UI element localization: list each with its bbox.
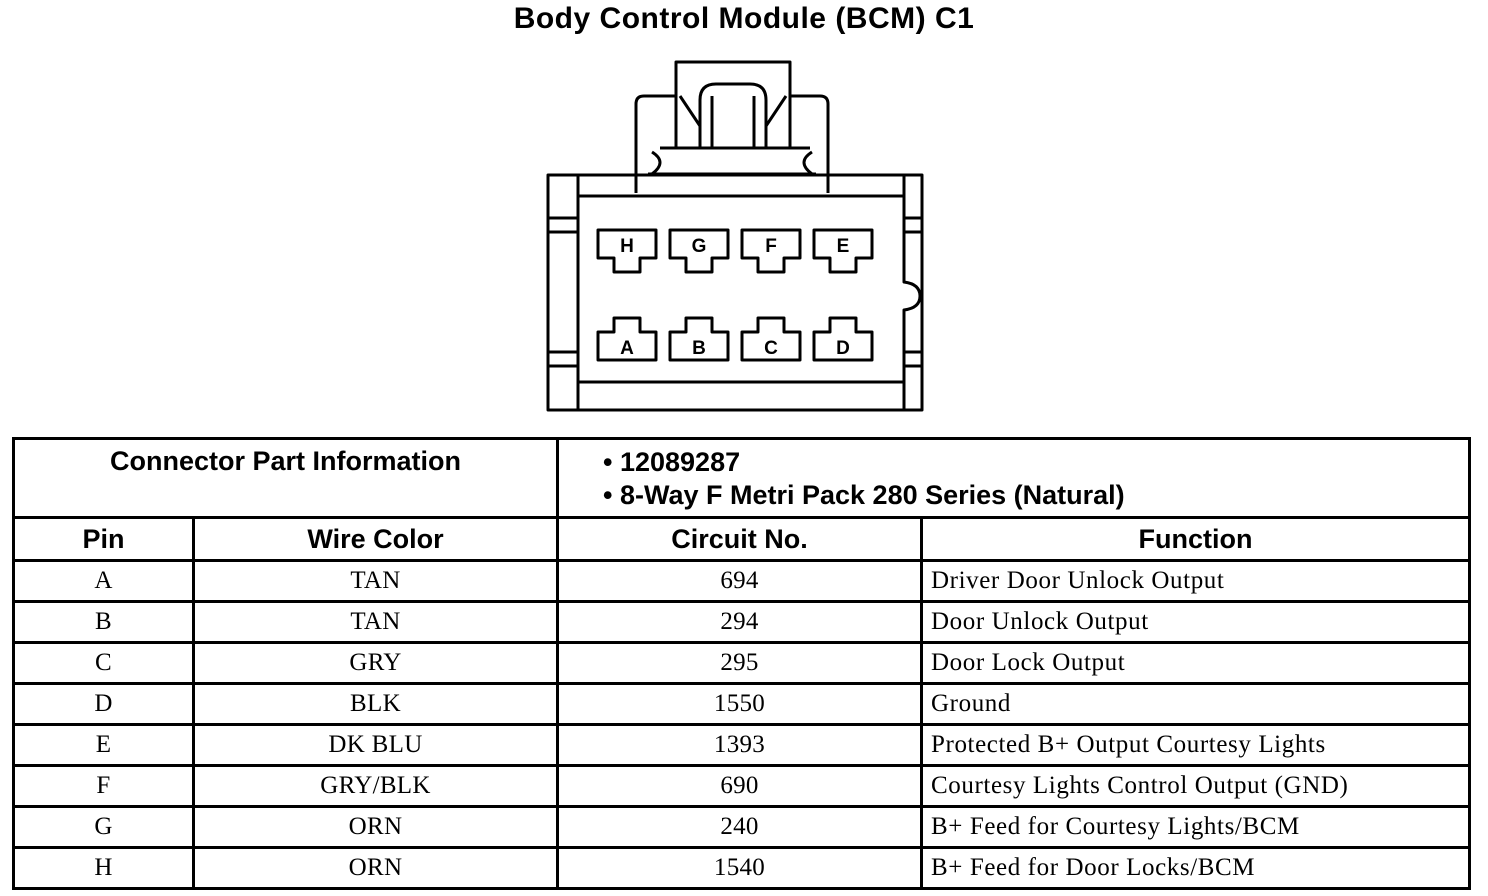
pin-cell: H (12, 846, 195, 890)
circuit-cell: 1540 (556, 846, 924, 890)
header-function: Function (920, 516, 1472, 562)
wire-color-cell: GRY/BLK (191, 764, 560, 808)
function-cell: Driver Door Unlock Output (920, 559, 1472, 603)
wire-color-cell: TAN (191, 559, 560, 603)
cavity-label: H (620, 236, 634, 257)
wire-color-cell: BLK (191, 682, 560, 726)
header-pin: Pin (12, 516, 195, 562)
cavity-label: A (620, 338, 634, 359)
pin-cell: E (12, 723, 195, 767)
part-info-row: Connector Part Information • 12089287 • … (11, 437, 1472, 519)
part-info-values: • 12089287 • 8-Way F Metri Pack 280 Seri… (556, 437, 1472, 519)
diagram-title: Body Control Module (BCM) C1 (513, 2, 975, 35)
wire-color-cell: ORN (191, 846, 560, 890)
circuit-cell: 240 (556, 805, 924, 849)
header-row: Pin Wire Color Circuit No. Function (12, 516, 1472, 562)
cavity-B: B (668, 316, 730, 362)
cavity-H: H (596, 228, 658, 274)
cavity-A: A (596, 316, 658, 362)
connector-latch (634, 60, 830, 193)
pin-cell: A (12, 559, 195, 603)
circuit-cell: 1550 (556, 682, 924, 726)
cavity-label: D (836, 338, 850, 359)
connector-body (546, 173, 924, 412)
pin-cell: C (12, 641, 195, 685)
circuit-cell: 694 (556, 559, 924, 603)
part-number: • 12089287 (603, 447, 741, 477)
cavity-label: C (764, 338, 778, 359)
circuit-cell: 294 (556, 600, 924, 644)
cavity-label: B (692, 338, 706, 359)
pin-cell: G (12, 805, 195, 849)
part-description: • 8-Way F Metri Pack 280 Series (Natural… (603, 480, 1125, 510)
circuit-cell: 690 (556, 764, 924, 808)
cavity-label: F (765, 236, 777, 257)
header-wire-color: Wire Color (191, 516, 560, 562)
cavity-E: E (812, 228, 874, 274)
pin-table: Connector Part Information • 12089287 • … (11, 437, 1472, 890)
pin-cell: F (12, 764, 195, 808)
connector-face-drawing: H G F E A B C D (546, 60, 924, 412)
wire-color-cell: ORN (191, 805, 560, 849)
cavity-D: D (812, 316, 874, 362)
cavity-C: C (740, 316, 802, 362)
wire-color-cell: TAN (191, 600, 560, 644)
cavity-G: G (668, 228, 730, 274)
function-cell: Door Lock Output (920, 641, 1472, 685)
circuit-cell: 295 (556, 641, 924, 685)
cavity-label: E (837, 236, 850, 257)
function-cell: Protected B+ Output Courtesy Lights (920, 723, 1472, 767)
part-info-label: Connector Part Information (11, 437, 560, 519)
cavity-F: F (740, 228, 802, 274)
wire-color-cell: DK BLU (191, 723, 560, 767)
pin-cell: D (12, 682, 195, 726)
circuit-cell: 1393 (556, 723, 924, 767)
header-circuit-no: Circuit No. (556, 516, 924, 562)
wire-color-cell: GRY (191, 641, 560, 685)
pin-cavities: H G F E A B C D (596, 228, 874, 362)
function-cell: B+ Feed for Door Locks/BCM (920, 846, 1472, 890)
cavity-label: G (692, 236, 707, 257)
pin-cell: B (12, 600, 195, 644)
function-cell: Courtesy Lights Control Output (GND) (920, 764, 1472, 808)
function-cell: Ground (920, 682, 1472, 726)
function-cell: Door Unlock Output (920, 600, 1472, 644)
function-cell: B+ Feed for Courtesy Lights/BCM (920, 805, 1472, 849)
